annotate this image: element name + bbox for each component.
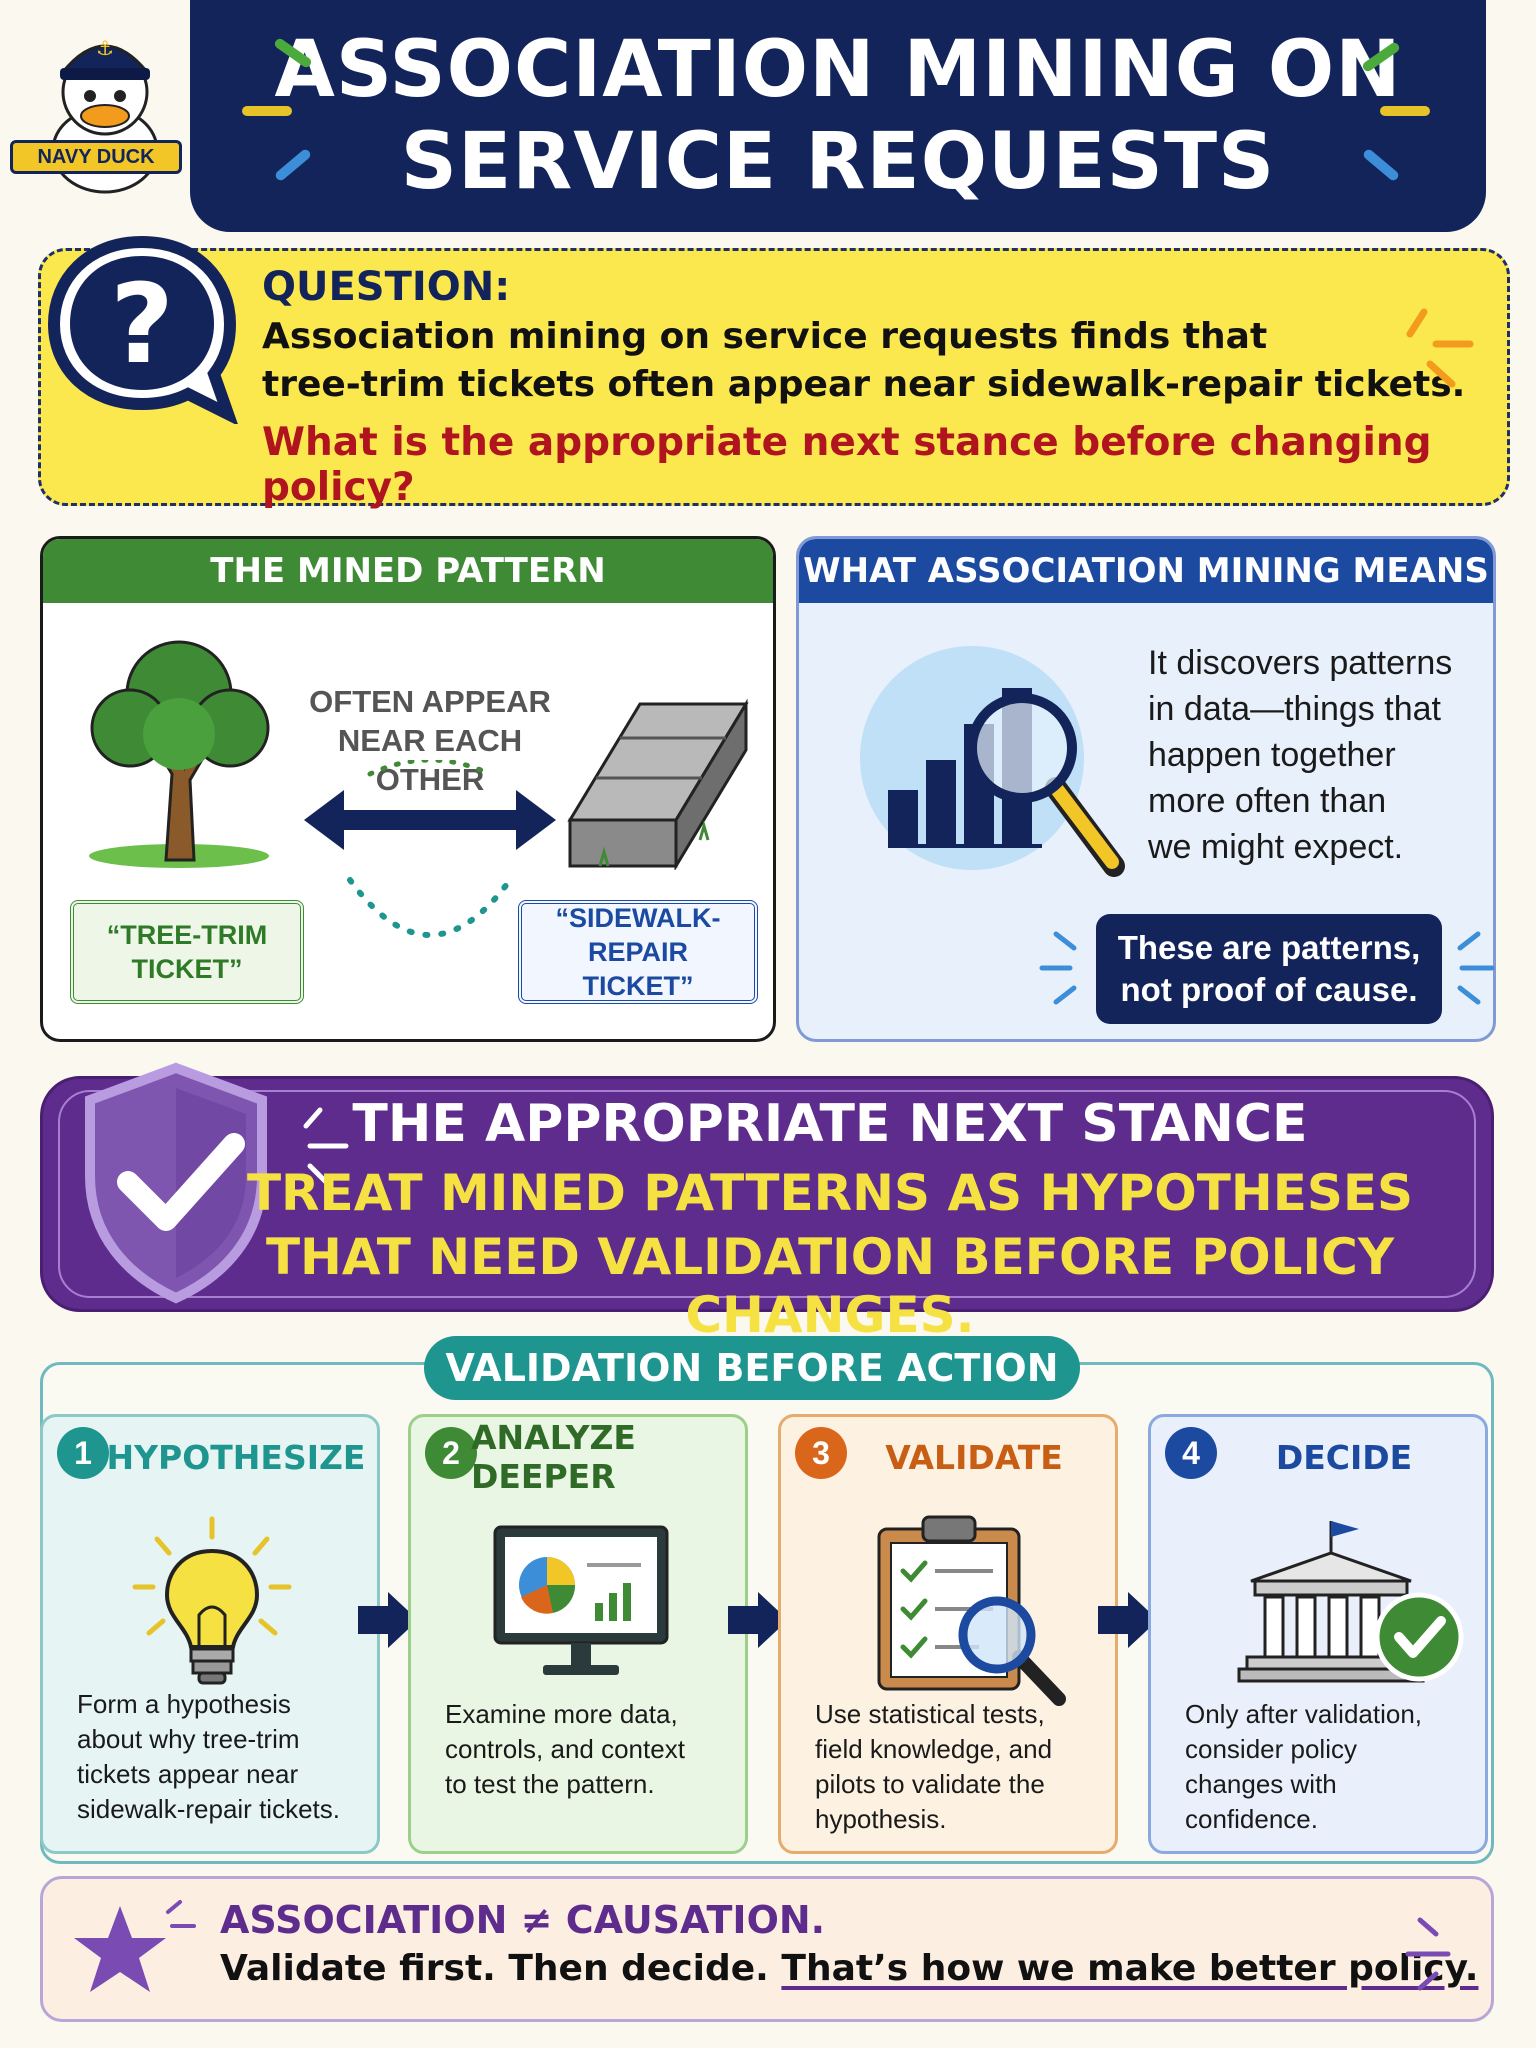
step-description-line: field knowledge, and: [815, 1734, 1053, 1764]
step-number: 3: [795, 1427, 847, 1479]
step-description-line: changes with: [1185, 1769, 1337, 1799]
mascot-label: NAVY DUCK: [10, 140, 182, 174]
sparkle-decoration: [242, 106, 292, 116]
step-title: DECIDE: [1275, 1437, 1413, 1477]
tree-ticket-line-1: “TREE-TRIM: [106, 920, 268, 950]
arrow-right-icon: [728, 1592, 788, 1648]
step-description-line: confidence.: [1185, 1804, 1318, 1834]
takeaway-text-start: Validate first. Then decide.: [220, 1948, 782, 1989]
connector-label: OFTEN APPEAR NEAR EACH OTHER: [290, 682, 570, 799]
shield-check-icon: [85, 1062, 267, 1304]
step-number: 1: [57, 1427, 109, 1479]
stance-line-2: THAT NEED VALIDATION BEFORE POLICY CHANG…: [265, 1228, 1395, 1344]
tree-icon: [89, 640, 270, 868]
question-box: [38, 248, 1510, 506]
step-analyze-deeper: 2 ANALYZE DEEPER Examine more data, cont…: [408, 1414, 748, 1854]
sparkle-decoration-icon: [1405, 1917, 1451, 1991]
step-description-line: hypothesis.: [815, 1804, 947, 1834]
step-description-line: Use statistical tests,: [815, 1699, 1045, 1729]
magnified-bar-chart-icon: [860, 646, 1125, 877]
step-title: HYPOTHESIZE: [106, 1437, 366, 1477]
mined-pattern-heading: THE MINED PATTERN: [43, 539, 773, 603]
takeaway-box: [40, 1876, 1494, 2022]
step-number: 2: [425, 1427, 477, 1479]
step-description-line: Examine more data,: [445, 1699, 678, 1729]
stance-banner: [40, 1076, 1494, 1312]
step-description-line: Only after validation,: [1185, 1699, 1423, 1729]
question-mark-icon: ?: [47, 235, 238, 424]
step-hypothesize: 1 HYPOTHESIZE Form a hypothesis about wh…: [40, 1414, 380, 1854]
step-title: VALIDATE: [885, 1437, 1063, 1477]
takeaway-text: Validate first. Then decide. That’s how …: [220, 1948, 1478, 1989]
tree-ticket-line-2: TICKET”: [131, 954, 243, 984]
light-bulb-icon: [132, 1516, 292, 1685]
sidewalk-slab-icon: [567, 698, 749, 870]
connector-label-line-1: OFTEN APPEAR: [309, 684, 551, 719]
sparkle-decoration: [1380, 106, 1430, 116]
question-highlight: What is the appropriate next stance befo…: [262, 420, 1432, 510]
sparkle-decoration-icon: [1039, 931, 1077, 1005]
sidewalk-repair-ticket: “SIDEWALK-REPAIR TICKET”: [518, 900, 758, 1004]
government-building-icon: [1237, 1521, 1464, 1683]
step-description: Examine more data, controls, and context…: [445, 1697, 729, 1802]
arrow-right-icon: [358, 1592, 418, 1648]
patterns-note-line-2: not proof of cause.: [1120, 971, 1418, 1008]
title-banner: ASSOCIATION MINING ON SERVICE REQUESTS: [190, 0, 1486, 232]
tree-trim-ticket: “TREE-TRIM TICKET”: [70, 900, 304, 1004]
connector-label-line-2: NEAR EACH OTHER: [337, 723, 523, 797]
title-line-2: SERVICE REQUESTS: [400, 117, 1276, 207]
takeaway-headline: ASSOCIATION ≠ CAUSATION.: [220, 1898, 826, 1942]
mining-means-line: more often than: [1148, 782, 1387, 820]
step-description-line: consider policy: [1185, 1734, 1357, 1764]
step-description-line: controls, and context: [445, 1734, 685, 1764]
validation-title: VALIDATION BEFORE ACTION: [424, 1336, 1080, 1400]
step-number: 4: [1165, 1427, 1217, 1479]
step-description-line: about why tree-trim: [77, 1724, 300, 1754]
monitor-analytics-icon: [493, 1525, 669, 1675]
step-description-line: pilots to validate the: [815, 1769, 1045, 1799]
double-arrow-icon: [304, 760, 556, 938]
mining-means-heading: WHAT ASSOCIATION MINING MEANS: [799, 539, 1493, 603]
stance-title: THE APPROPRIATE NEXT STANCE: [352, 1094, 1308, 1154]
mining-means-line: in data—things that: [1148, 690, 1441, 728]
step-validate: 3 VALIDATE Use statistical tests, field …: [778, 1414, 1118, 1854]
sidewalk-ticket-line-1: “SIDEWALK-REPAIR: [555, 903, 721, 967]
question-line-1: Association mining on service requests f…: [262, 316, 1268, 357]
stance-line-1: TREAT MINED PATTERNS AS HYPOTHESES: [246, 1164, 1414, 1222]
mining-means-line: we might expect.: [1148, 828, 1404, 866]
sparkle-decoration-icon: [1457, 931, 1495, 1005]
arrow-right-icon: [1098, 1592, 1158, 1648]
stance-banner-border: [58, 1090, 1476, 1298]
step-description: Use statistical tests, field knowledge, …: [815, 1697, 1099, 1837]
title-line-1: ASSOCIATION MINING ON: [274, 25, 1402, 115]
step-description-line: to test the pattern.: [445, 1769, 655, 1799]
patterns-note: These are patterns, not proof of cause.: [1096, 914, 1442, 1024]
svg-text:⚓: ⚓: [96, 36, 114, 60]
step-title: ANALYZE DEEPER: [471, 1418, 636, 1496]
sidewalk-ticket-line-2: TICKET”: [582, 971, 694, 1001]
step-description: Only after validation, consider policy c…: [1185, 1697, 1469, 1837]
clipboard-checklist-icon: [877, 1515, 1066, 1706]
mining-means-line: It discovers patterns: [1148, 644, 1453, 682]
patterns-note-line-1: These are patterns,: [1117, 929, 1421, 966]
step-description: Form a hypothesis about why tree-trim ti…: [77, 1687, 361, 1827]
question-line-2: tree-trim tickets often appear near side…: [262, 364, 1466, 405]
question-label: QUESTION:: [262, 264, 511, 310]
mining-means-line: happen together: [1148, 736, 1396, 774]
svg-text:?: ?: [110, 260, 174, 388]
step-decide: 4 DECIDE Only after validation, consider…: [1148, 1414, 1488, 1854]
step-description-line: Form a hypothesis: [77, 1689, 291, 1719]
takeaway-text-underlined: That’s how we make better policy.: [781, 1948, 1479, 1989]
sparkle-decoration-icon: [1406, 308, 1474, 388]
sparkle-decoration-icon: [303, 1107, 349, 1185]
step-description-line: sidewalk-repair tickets.: [77, 1794, 340, 1824]
star-icon: [74, 1900, 196, 1992]
mining-means-description: It discovers patterns in data—things tha…: [1148, 640, 1478, 870]
step-description-line: tickets appear near: [77, 1759, 299, 1789]
